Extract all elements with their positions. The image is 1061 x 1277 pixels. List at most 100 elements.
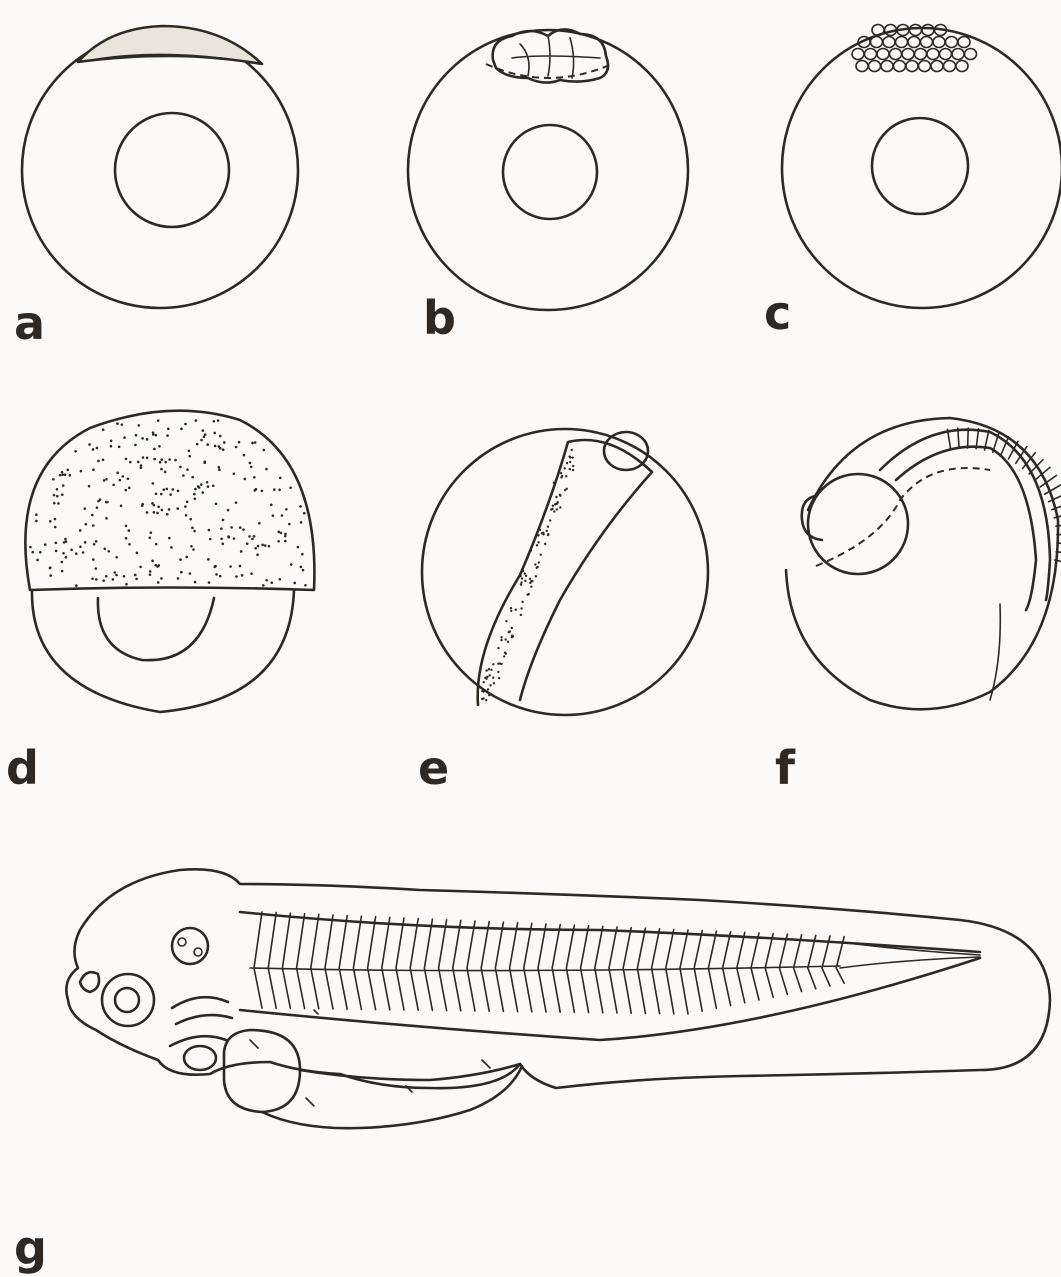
myotome [680, 930, 688, 1014]
stipple-dot [555, 496, 557, 498]
stipple-dot [511, 627, 513, 629]
stipple-dot [157, 564, 160, 567]
stipple-dot [488, 694, 490, 696]
morula-cell [890, 49, 902, 60]
panel-g-body-outline [66, 869, 1050, 1088]
stipple-dot [194, 498, 197, 501]
stipple-dot [196, 443, 199, 446]
stipple-dot [88, 485, 91, 488]
stipple-dot [134, 574, 137, 577]
stipple-dot [67, 469, 70, 472]
stipple-dot [300, 566, 303, 569]
stipple-dot [115, 556, 118, 559]
stipple-dot [191, 527, 194, 530]
somite [1035, 467, 1050, 480]
stipple-dot [498, 677, 500, 679]
morula-cell [915, 49, 927, 60]
stipple-dot [264, 544, 267, 547]
stipple-dot [157, 581, 160, 584]
stipple-dot [490, 669, 492, 671]
stipple-dot [262, 584, 265, 587]
morula-cell [869, 61, 881, 72]
stipple-dot [520, 581, 522, 583]
panel-e-egg-membrane [422, 429, 708, 715]
stipple-dot [204, 433, 207, 436]
stipple-dot [300, 521, 303, 524]
stipple-dot [84, 541, 87, 544]
stipple-dot [293, 582, 296, 585]
stipple-dot [492, 663, 494, 665]
stipple-dot [105, 575, 108, 578]
stipple-dot [281, 514, 284, 517]
myotome [751, 933, 759, 1000]
stipple-dot [116, 422, 119, 425]
stipple-dot [194, 581, 197, 584]
stipple-dot [222, 519, 225, 522]
stipple-dot [215, 503, 218, 506]
stipple-dot [551, 508, 553, 510]
stipple-dot [156, 512, 159, 515]
stipple-dot [256, 553, 259, 556]
stipple-dot [512, 635, 514, 637]
panel-label-d: d [6, 745, 39, 791]
stipple-dot [135, 578, 138, 581]
panel-d-yolk-plug [98, 598, 214, 660]
stipple-dot [169, 493, 172, 496]
stipple-dot [552, 504, 554, 506]
stipple-dot [519, 575, 521, 577]
stipple-dot [192, 548, 195, 551]
stipple-dot [278, 489, 281, 492]
stipple-dot [544, 543, 546, 545]
stipple-dot [121, 475, 124, 478]
stipple-dot [547, 534, 549, 536]
stipple-dot [542, 533, 544, 535]
stipple-dot [125, 583, 128, 586]
panel-f-somites [947, 428, 1061, 564]
myotome [581, 926, 589, 1013]
stipple-dot [253, 489, 256, 492]
stipple-dot [212, 484, 215, 487]
stipple-dot [65, 556, 68, 559]
stipple-dot [82, 551, 85, 554]
stipple-dot [277, 531, 280, 534]
stipple-dot [200, 483, 203, 486]
stipple-dot [54, 526, 57, 529]
stipple-dot [208, 529, 211, 532]
stipple-dot [137, 461, 140, 464]
panel-c-egg [782, 25, 1061, 309]
stipple-dot [189, 518, 192, 521]
stipple-dot [261, 490, 264, 493]
stipple-dot [148, 536, 151, 539]
stipple-dot [520, 607, 522, 609]
myotome [808, 935, 816, 988]
stipple-dot [206, 481, 209, 484]
stipple-dot [200, 439, 203, 442]
stipple-dot [116, 472, 119, 475]
myotome [765, 934, 773, 998]
panel-g-larva [66, 869, 1050, 1128]
stipple-dot [272, 514, 275, 517]
stipple-dot [218, 468, 221, 471]
stipple-dot [149, 573, 152, 576]
panel-g-nostril [80, 972, 99, 992]
morula-cell [877, 49, 889, 60]
stipple-dot [182, 474, 185, 477]
panel-d-egg [25, 411, 314, 712]
stipple-dot [207, 485, 210, 488]
stipple-dot [31, 551, 34, 554]
stipple-dot [105, 478, 108, 481]
stipple-dot [536, 566, 538, 568]
stipple-dot [179, 558, 182, 561]
stipple-dot [151, 560, 154, 563]
stipple-dot [153, 511, 156, 514]
stipple-dot [277, 540, 280, 543]
stipple-dot [56, 495, 59, 498]
myotome [538, 924, 546, 1012]
stipple-dot [146, 456, 149, 459]
stipple-dot [213, 420, 216, 423]
stipple-dot [500, 663, 502, 665]
morula-cell [902, 49, 914, 60]
somite [1057, 543, 1061, 544]
stipple-dot [142, 456, 145, 459]
